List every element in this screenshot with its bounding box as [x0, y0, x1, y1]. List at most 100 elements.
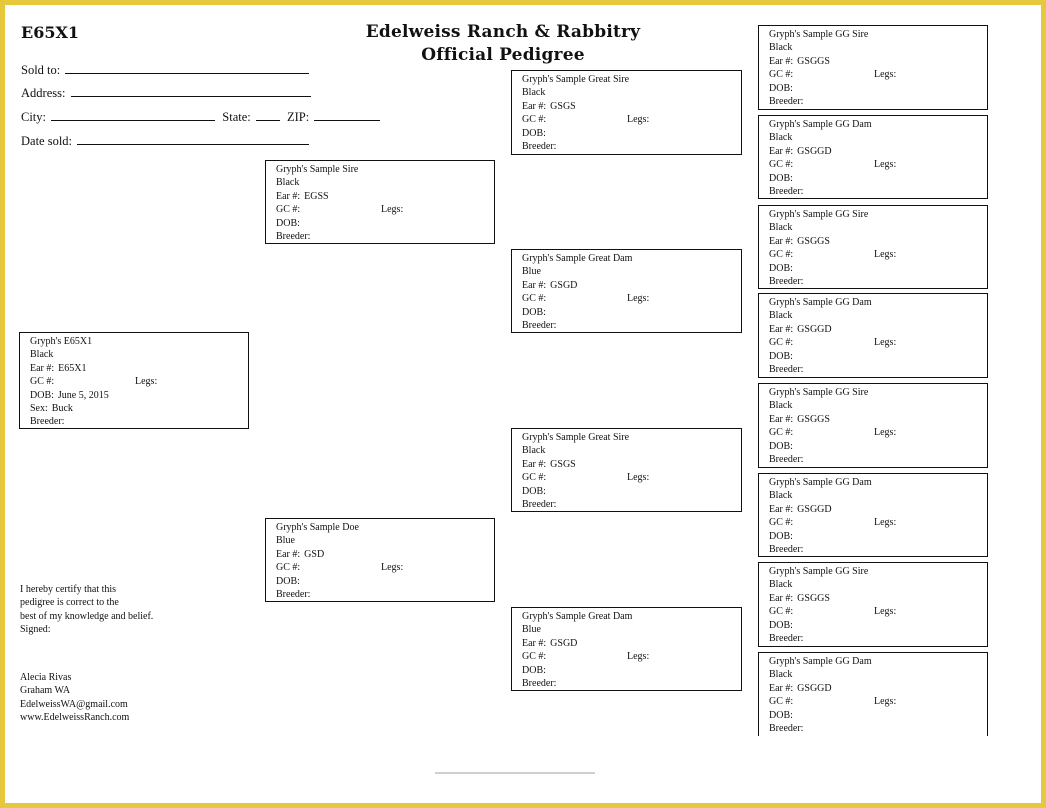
great-grandparent-breeder-row: Breeder:: [769, 723, 804, 735]
great-grandparent-ear: GSGGD: [797, 145, 832, 157]
rabbit-breeder-row: Breeder:: [30, 416, 65, 428]
sire-ear-row: Ear #:EGSS: [276, 190, 484, 203]
great-grandparent-ear: GSGGS: [797, 235, 830, 247]
dam-color: Blue: [276, 535, 295, 547]
footer-fine-print-graphic: [435, 772, 595, 774]
sold-to-label: Sold to:: [21, 63, 61, 77]
ear-label: Ear #:: [276, 548, 301, 560]
sire-dob-row: DOB:: [276, 217, 300, 229]
date-sold-label: Date sold:: [21, 134, 73, 148]
great-grandparent-gc-row: GC #:Legs:: [769, 605, 977, 618]
great-grandparent-dob-row: DOB:: [769, 709, 793, 721]
legs-label: Legs:: [874, 606, 897, 618]
ear-label: Ear #:: [769, 55, 794, 67]
great-grandparent-breeder-row: Breeder:: [769, 544, 804, 556]
dam-dob-row: DOB:: [276, 575, 300, 587]
grandparent-color: Black: [522, 445, 546, 457]
great-grandparent-breeder-row: Breeder:: [769, 186, 804, 198]
page-title: Edelweiss Ranch & Rabbitry Official Pedi…: [353, 21, 653, 67]
rabbit-dob-row: DOB:June 5, 2015: [30, 389, 238, 402]
grandparent-ear-row: Ear #:GSGS: [522, 458, 731, 471]
great-grandparent-color: Black: [769, 222, 793, 234]
grandparent-ear: GSGS: [550, 100, 576, 112]
gc-label: GC #:: [522, 472, 547, 484]
legs-label: Legs:: [381, 204, 404, 216]
title-line-1: Edelweiss Ranch & Rabbitry: [365, 22, 641, 42]
grandparent-color: Blue: [522, 624, 541, 636]
rabbit-ear-row: Ear #:E65X1: [30, 362, 238, 375]
city-line[interactable]: [51, 109, 216, 121]
contact-email[interactable]: EdelweissWA@gmail.com: [20, 698, 128, 710]
great-grandparent-gc-row: GC #:Legs:: [769, 695, 977, 708]
certification: I hereby certify that this pedigree is c…: [20, 583, 153, 637]
sold-to-field[interactable]: Sold to:: [21, 62, 310, 78]
great-grandparent-dob-row: DOB:: [769, 530, 793, 542]
ear-label: Ear #:: [769, 145, 794, 157]
date-sold-line[interactable]: [77, 133, 310, 145]
legs-label: Legs:: [874, 517, 897, 529]
legs-label: Legs:: [627, 293, 650, 305]
sire-box: Gryph's Sample Sire Black Ear #:EGSS GC …: [265, 160, 495, 244]
gc-label: GC #:: [769, 249, 794, 261]
legs-label: Legs:: [874, 249, 897, 261]
address-label: Address:: [21, 86, 66, 100]
great-grandparent-color: Black: [769, 400, 793, 412]
dam-breeder-row: Breeder:: [276, 589, 311, 601]
gc-label: GC #:: [769, 517, 794, 529]
ear-label: Ear #:: [769, 323, 794, 335]
date-sold-field[interactable]: Date sold:: [21, 133, 310, 149]
great-grandparent-breeder-row: Breeder:: [769, 364, 804, 376]
state-line[interactable]: [255, 109, 280, 121]
zip-label: ZIP:: [286, 110, 310, 124]
rabbit-color: Black: [30, 349, 54, 361]
great-grandparent-ear-row: Ear #:GSGGS: [769, 413, 977, 426]
signed-label: Signed:: [20, 624, 51, 636]
legs-label: Legs:: [627, 651, 650, 663]
great-grandparent-color: Black: [769, 669, 793, 681]
zip-line[interactable]: [314, 109, 381, 121]
great-grandparent-dob-row: DOB:: [769, 350, 793, 362]
ear-label: Ear #:: [769, 592, 794, 604]
footer-fine-print: [435, 770, 595, 778]
gc-label: GC #:: [769, 696, 794, 708]
grandparent-breeder-row: Breeder:: [522, 141, 557, 153]
great-grandparent-box: Gryph's Sample GG Dam Black Ear #:GSGGD …: [758, 652, 988, 736]
legs-label: Legs:: [627, 472, 650, 484]
sold-to-line[interactable]: [65, 62, 310, 74]
address-line[interactable]: [70, 85, 311, 97]
contact-website[interactable]: www.EdelweissRanch.com: [20, 712, 130, 724]
sex-label: Sex:: [30, 403, 48, 415]
great-grandparent-ear: GSGGS: [797, 413, 830, 425]
great-grandparent-ear-row: Ear #:GSGGS: [769, 235, 977, 248]
certification-line-1: I hereby certify that this: [20, 584, 117, 595]
address-field[interactable]: Address:: [21, 85, 311, 101]
ear-label: Ear #:: [276, 190, 301, 202]
dam-box: Gryph's Sample Doe Blue Ear #:GSD GC #:L…: [265, 518, 495, 602]
ear-label: Ear #:: [30, 362, 55, 374]
rabbit-box: Gryph's E65X1 Black Ear #:E65X1 GC #:Leg…: [19, 332, 249, 429]
great-grandparent-ear-row: Ear #:GSGGS: [769, 592, 977, 605]
ear-label: Ear #:: [522, 100, 547, 112]
sire-ear: EGSS: [304, 190, 329, 202]
great-grandparent-ear: GSGGD: [797, 503, 832, 515]
great-grandparent-dob-row: DOB:: [769, 82, 793, 94]
sire-breeder-row: Breeder:: [276, 231, 311, 243]
grandparent-name: Gryph's Sample Great Sire: [522, 74, 630, 85]
ear-label: Ear #:: [769, 235, 794, 247]
rabbit-code: E65X1: [21, 23, 80, 42]
great-grandparent-color: Black: [769, 579, 793, 591]
great-grandparent-gc-row: GC #:Legs:: [769, 68, 977, 81]
grandparent-ear-row: Ear #:GSGD: [522, 279, 731, 292]
grandparent-ear: GSGD: [550, 279, 578, 291]
great-grandparent-color: Black: [769, 132, 793, 144]
ear-label: Ear #:: [769, 682, 794, 694]
great-grandparent-box: Gryph's Sample GG Sire Black Ear #:GSGGS…: [758, 205, 988, 289]
contact-info: Alecia Rivas Graham WA EdelweissWA@gmail…: [20, 671, 129, 725]
contact-name: Alecia Rivas: [20, 672, 72, 683]
legs-label: Legs:: [874, 69, 897, 81]
great-grandparent-gc-row: GC #: Legs:: [769, 516, 977, 529]
city-state-zip-field[interactable]: City: State: ZIP:: [21, 109, 381, 125]
grandparent-gc-row: GC #: Legs:: [522, 471, 731, 484]
rabbit-ear: E65X1: [58, 362, 87, 374]
great-grandparent-name: Gryph's Sample GG Dam: [769, 297, 872, 308]
